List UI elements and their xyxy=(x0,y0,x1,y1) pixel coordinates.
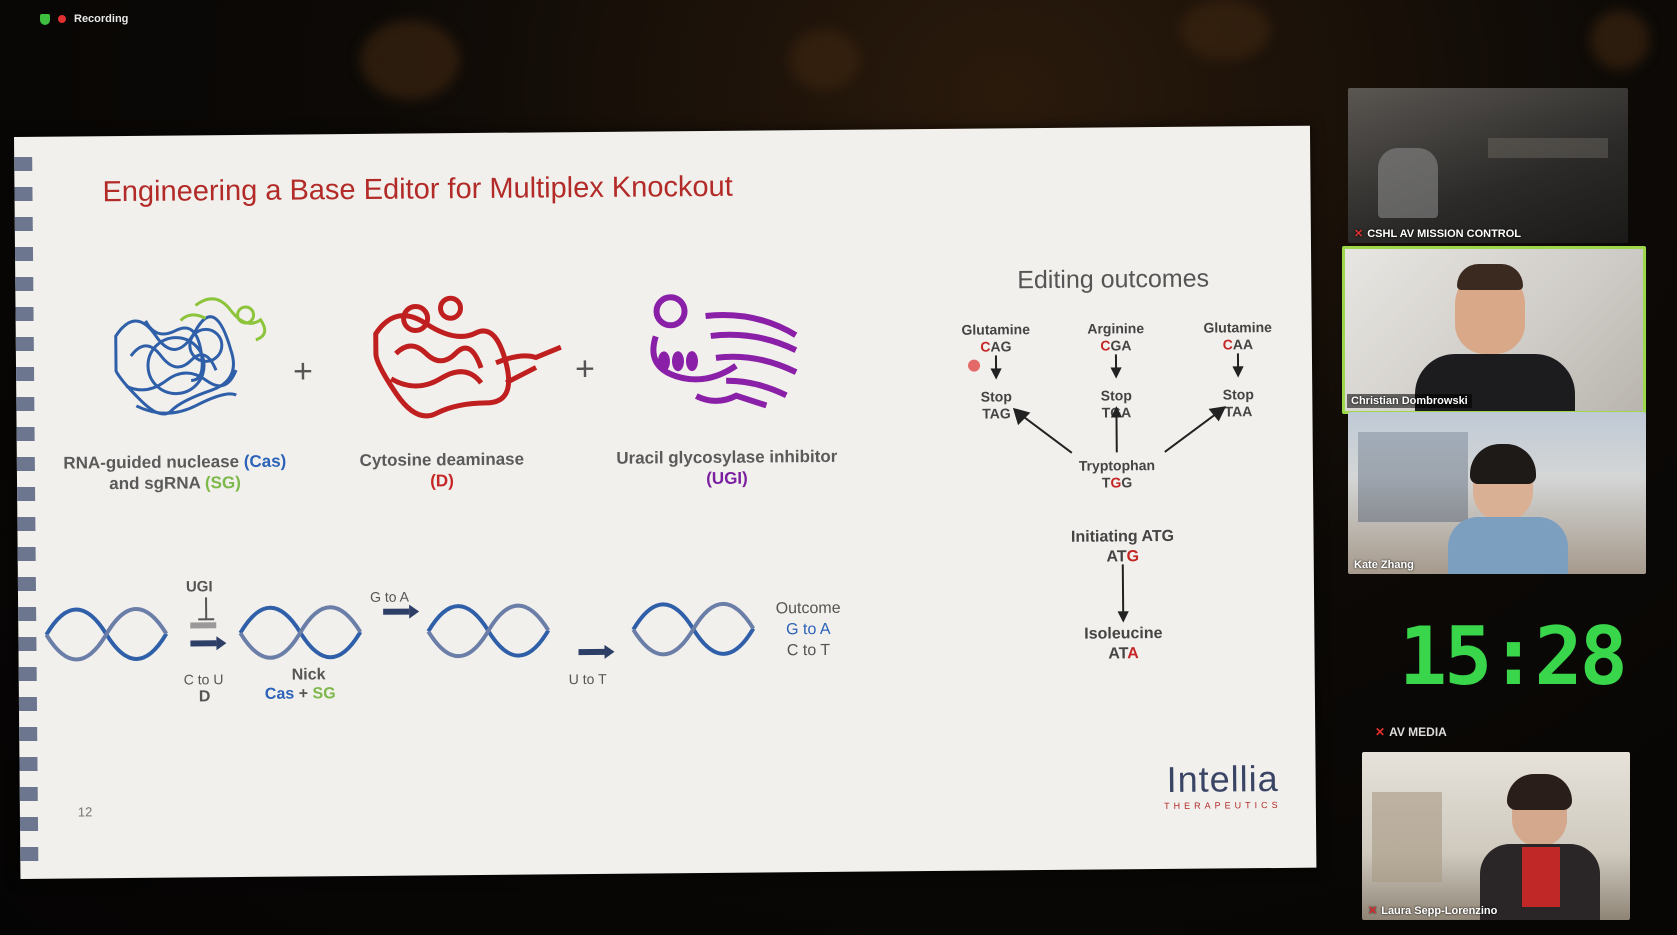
participant-name: ✕CSHL AV MISSION CONTROL xyxy=(1354,228,1522,240)
recording-label: Recording xyxy=(74,13,129,25)
mic-muted-icon: ✕ xyxy=(1375,725,1386,739)
plus-sign: + xyxy=(292,352,314,391)
cas-protein-image xyxy=(114,297,267,416)
slide-edge-decoration xyxy=(14,156,39,877)
shield-icon xyxy=(40,13,50,25)
recording-indicator: Recording xyxy=(40,13,128,25)
av-media-label: ✕AV MEDIA xyxy=(1375,725,1447,739)
u-to-t-label: U to T xyxy=(568,670,607,688)
c-to-u-label: C to U xyxy=(183,671,224,688)
ugi-label: Uracil glycosylase inhibitor (UGI) xyxy=(616,446,838,488)
session-clock: 15:28 xyxy=(1399,610,1628,703)
cas-sg-label: Cas + SG xyxy=(264,685,336,703)
deaminase-protein-image xyxy=(373,295,562,419)
slide-page-number: 12 xyxy=(77,804,93,820)
d-label: D xyxy=(198,688,211,706)
slide-title: Engineering a Base Editor for Multiplex … xyxy=(102,170,733,209)
g-to-a-label: G to A xyxy=(369,588,410,605)
mic-muted-icon: ✕ xyxy=(1368,905,1378,917)
participant-name: Kate Zhang xyxy=(1354,559,1414,571)
participant-name: ✕Laura Sepp-Lorenzino xyxy=(1368,905,1498,917)
mechanism-diagram xyxy=(44,597,756,662)
mic-muted-icon: ✕ xyxy=(1354,228,1364,240)
nick-label: Nick xyxy=(291,666,326,684)
video-tile-kate-zhang[interactable]: Kate Zhang xyxy=(1348,412,1646,574)
video-tile-mission-control[interactable]: ✕CSHL AV MISSION CONTROL xyxy=(1348,88,1628,243)
laser-pointer-dot xyxy=(968,359,981,372)
record-dot-icon xyxy=(58,15,66,23)
outcome-box: Outcome G to A C to T xyxy=(775,599,841,660)
plus-sign: + xyxy=(574,349,596,389)
editing-arrows xyxy=(968,353,1244,623)
video-tile-laura-sepp-lorenzino[interactable]: ✕Laura Sepp-Lorenzino xyxy=(1362,752,1630,920)
deaminase-label: Cytosine deaminase (D) xyxy=(359,449,525,491)
codon-glutamine-2: Glutamine CAA xyxy=(1203,319,1273,353)
ugi-inhibit-label: UGI xyxy=(185,578,213,596)
codon-glutamine-1: Glutamine CAG xyxy=(961,321,1031,355)
cas-label: RNA-guided nuclease (Cas) and sgRNA (SG) xyxy=(63,451,287,494)
ugi-protein-image xyxy=(650,294,798,409)
codon-arginine: Arginine CGA xyxy=(1087,320,1145,354)
shared-slide: Engineering a Base Editor for Multiplex … xyxy=(14,125,1317,879)
video-tile-christian-dombrowski[interactable]: Christian Dombrowski xyxy=(1342,246,1646,414)
editing-outcomes-title: Editing outcomes xyxy=(1017,264,1210,295)
participant-name: Christian Dombrowski xyxy=(1347,394,1472,408)
intellia-logo: Intellia THERAPEUTICS xyxy=(1164,757,1282,811)
